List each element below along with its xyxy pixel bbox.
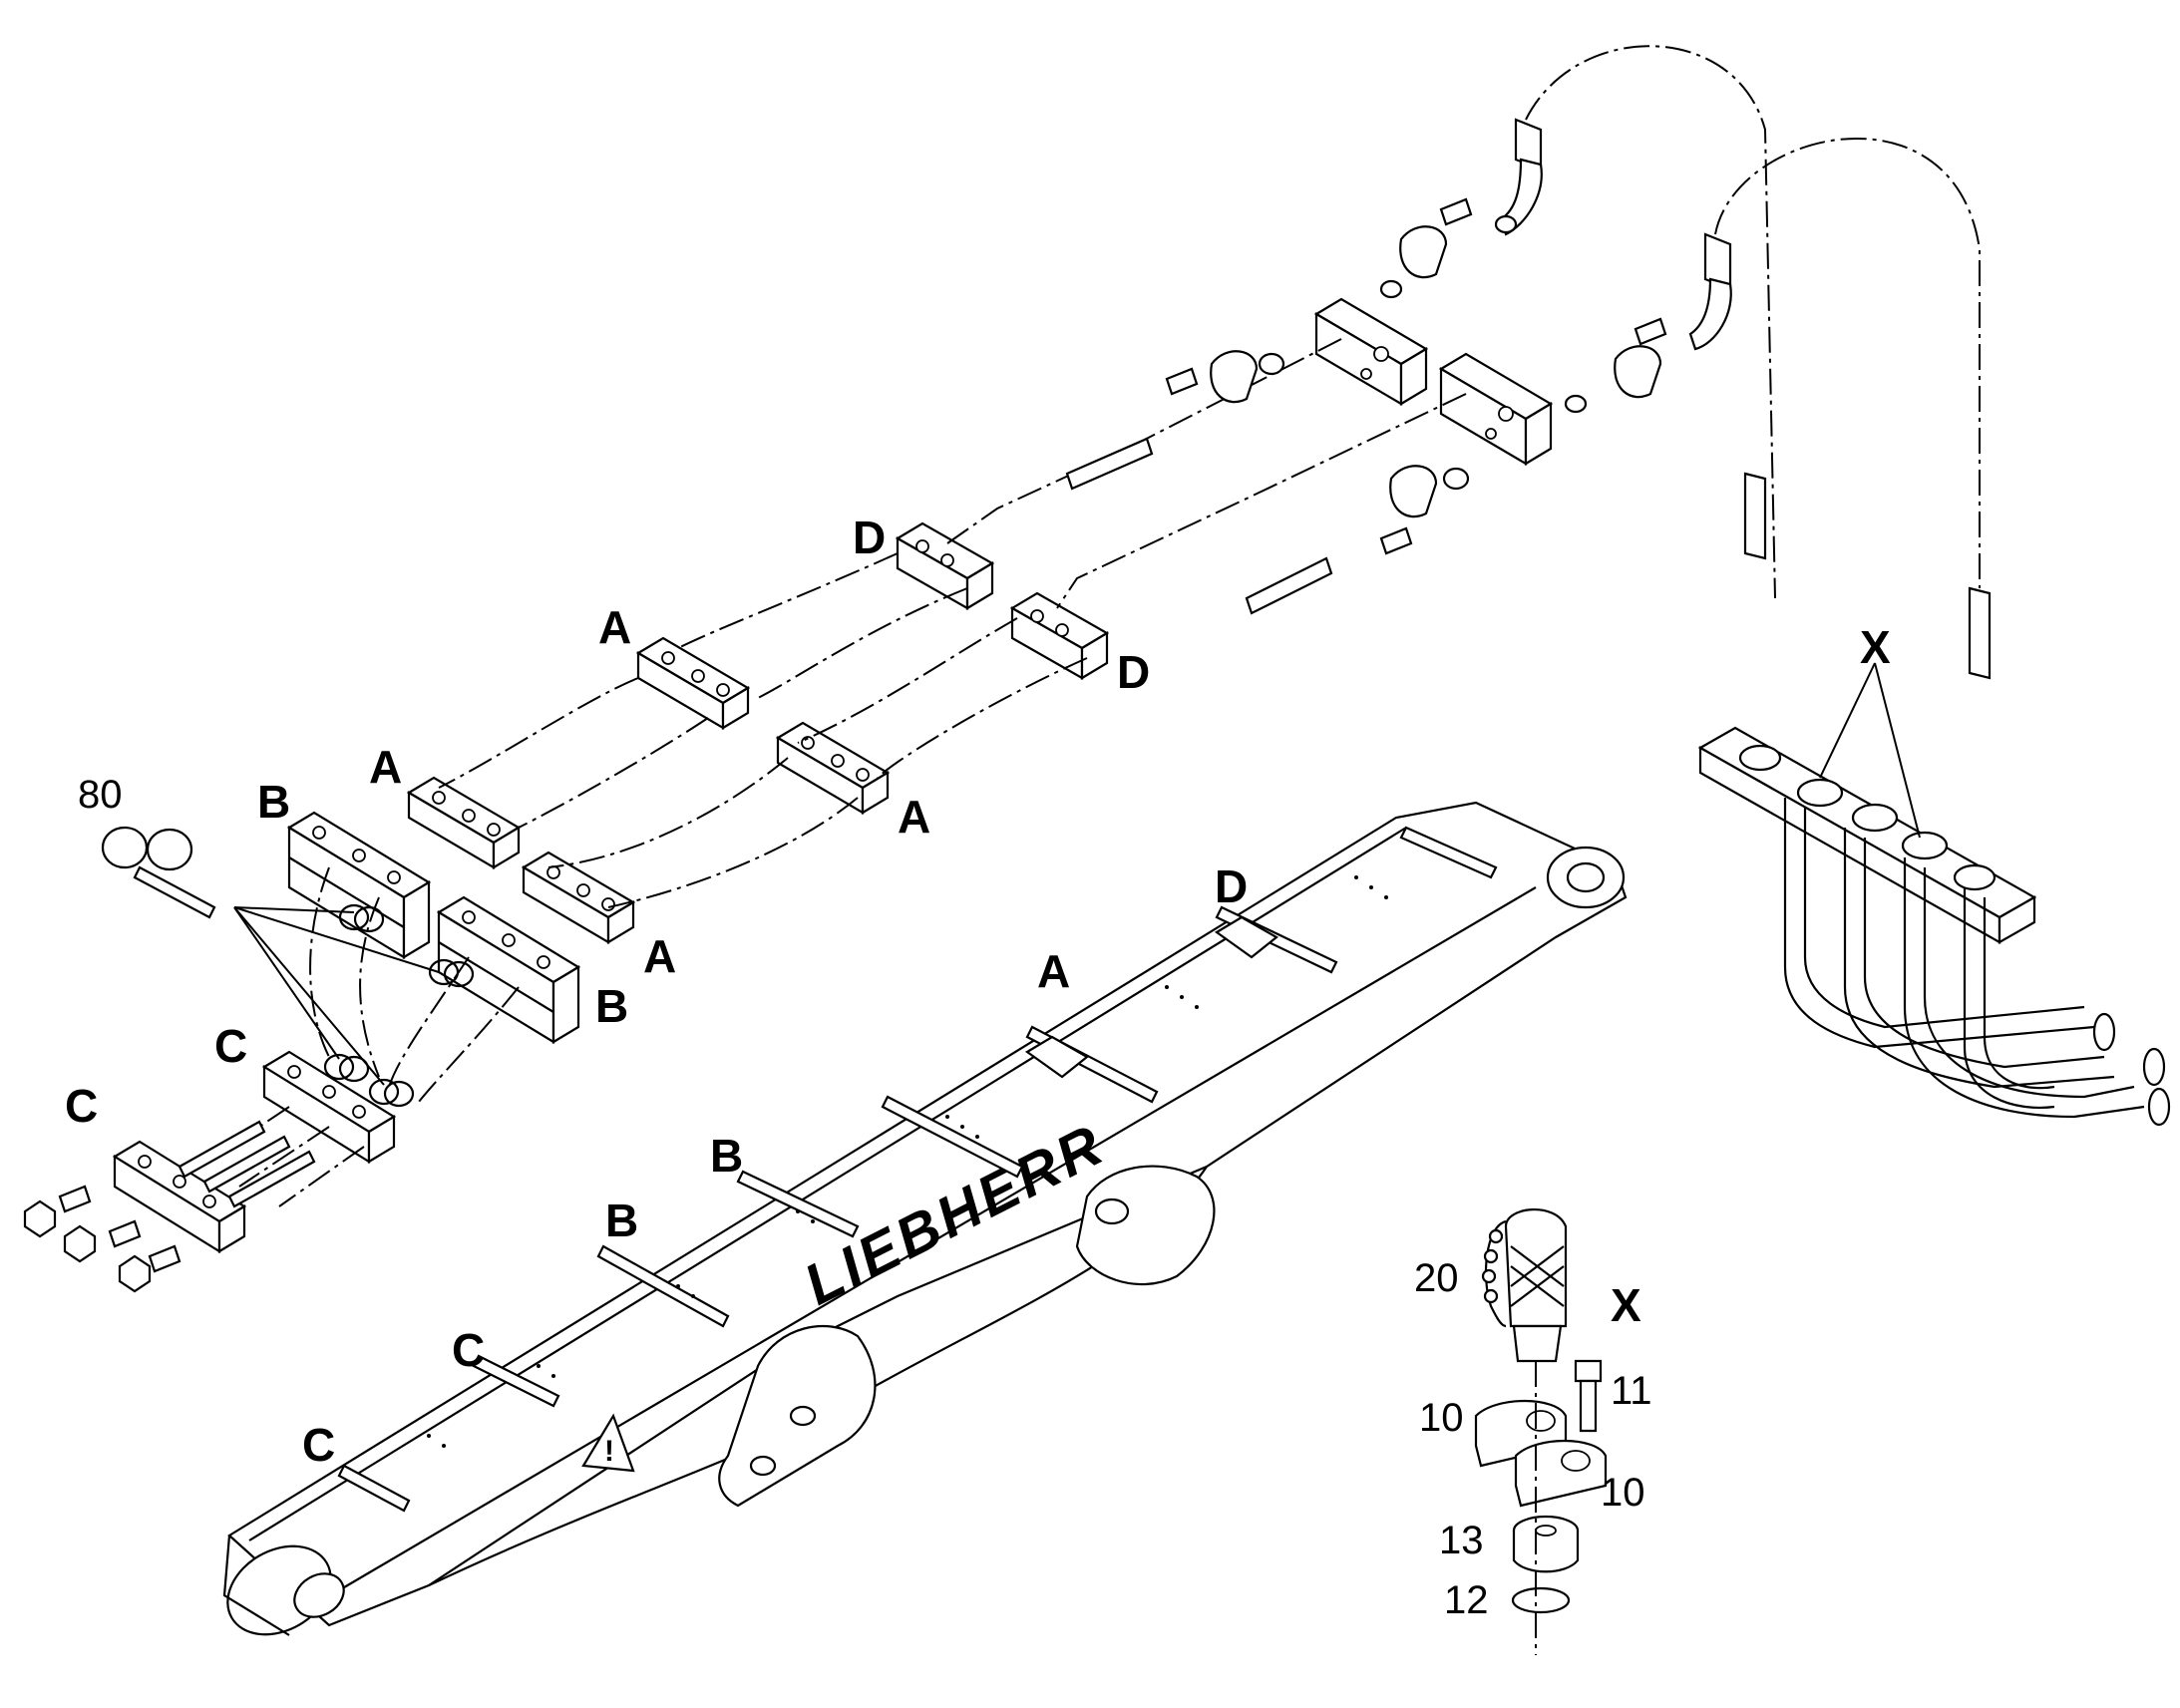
hose-clips-installed	[323, 903, 475, 1108]
clamp-block-a-1	[635, 636, 751, 730]
boom-bolt-holes	[427, 875, 1388, 1448]
label-a: A	[369, 741, 402, 793]
clamp-block-a-4	[521, 851, 636, 944]
clamp-block-d-2	[1009, 591, 1110, 680]
label-a: A	[898, 791, 930, 843]
part-number-10: 10	[1601, 1471, 1645, 1515]
label-a: A	[1037, 945, 1070, 997]
label-d: D	[853, 512, 886, 563]
detail-x	[1474, 1208, 1608, 1655]
clamp-block-a-2	[775, 721, 891, 815]
label-c: C	[452, 1324, 485, 1376]
label-b: B	[605, 1195, 638, 1246]
boom-mounting-plates	[337, 826, 1498, 1513]
part-number-10: 10	[1419, 1396, 1464, 1440]
label-a: A	[598, 601, 631, 653]
part-number-13: 13	[1439, 1519, 1484, 1562]
label-b: B	[257, 776, 290, 828]
callout-labels: A A A A A B B B B C C C C D D D X X	[65, 512, 1891, 1471]
clamp-block-a-3	[406, 776, 522, 869]
hose-fittings	[178, 118, 1992, 1208]
flange-plate-2	[1438, 352, 1554, 466]
label-b: B	[595, 980, 628, 1032]
clamp-block-c-1	[261, 1050, 397, 1164]
label-x: X	[1860, 621, 1891, 673]
coupling-part	[1481, 1208, 1568, 1363]
label-c: C	[65, 1080, 98, 1132]
distributor-manifold	[1697, 726, 2171, 1127]
clamp-blocks	[112, 297, 1554, 1253]
label-x: X	[1611, 1279, 1641, 1331]
label-d: D	[1215, 860, 1248, 912]
label-d: D	[1117, 646, 1150, 698]
part-number-80: 80	[78, 773, 123, 817]
warning-triangle-icon: !	[581, 1413, 635, 1473]
boom-arm: ! LIEBHERR	[222, 801, 1628, 1636]
part-number-20: 20	[1414, 1256, 1459, 1300]
hose-clip-part	[101, 826, 216, 919]
label-a: A	[643, 930, 676, 982]
part-number-labels: 80 20 10 11 10 13 12	[78, 773, 1652, 1622]
clamp-block-c-2	[112, 1140, 247, 1253]
flange-plate-1	[1313, 297, 1429, 406]
hose-routes	[198, 45, 1981, 1207]
label-b: B	[710, 1130, 743, 1182]
part-number-11: 11	[1611, 1369, 1652, 1413]
clamp-block-d-1	[895, 521, 995, 610]
label-c: C	[214, 1020, 247, 1072]
clamp-block-b-1	[286, 811, 432, 959]
clamp-block-b-2	[436, 895, 581, 1044]
part-number-12: 12	[1444, 1578, 1489, 1622]
nuts-and-bolts	[23, 1185, 182, 1293]
leader-lines	[233, 662, 1921, 1086]
label-c: C	[302, 1419, 335, 1471]
svg-text:!: !	[604, 1435, 614, 1468]
